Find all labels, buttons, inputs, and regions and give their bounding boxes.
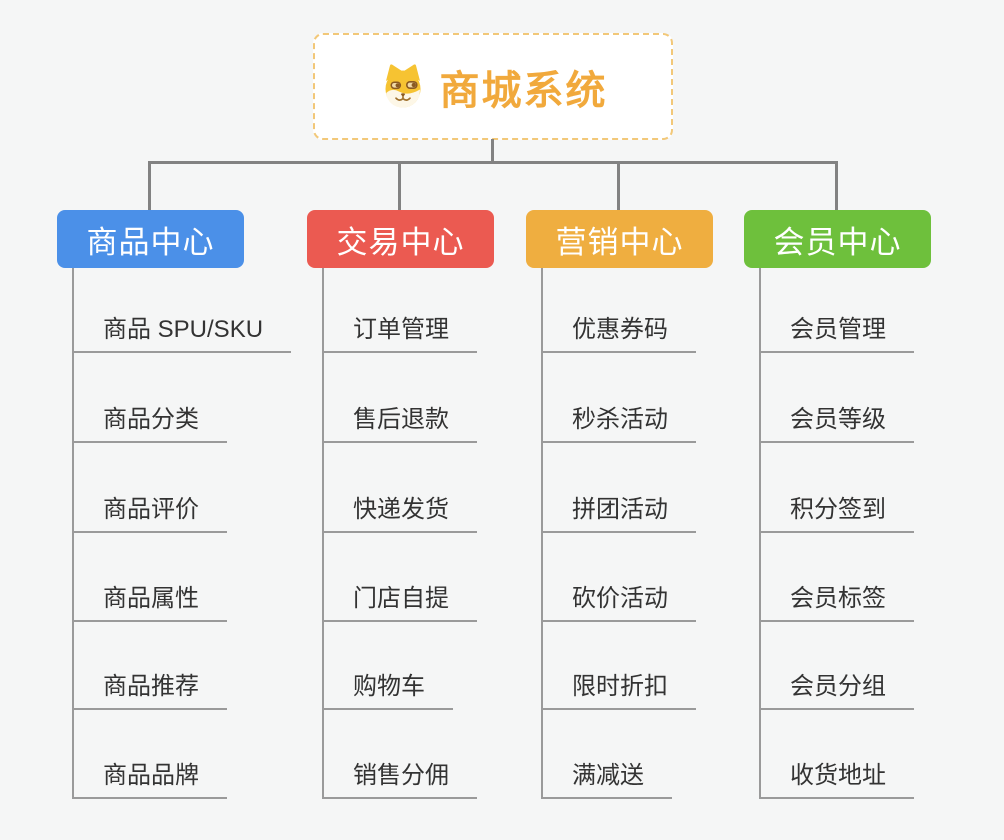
- leaf-node[interactable]: 订单管理: [323, 315, 477, 353]
- root-node-title: 商城系统: [439, 68, 608, 113]
- connector-horizontal-bar: [148, 161, 838, 164]
- leaf-node[interactable]: 商品属性: [73, 584, 227, 622]
- leaf-node[interactable]: 销售分佣: [323, 761, 477, 799]
- connector-drop-members: [835, 163, 838, 210]
- leaf-node[interactable]: 拼团活动: [542, 495, 696, 533]
- leaf-node[interactable]: 优惠券码: [542, 315, 696, 353]
- root-node[interactable]: 商城系统: [313, 33, 673, 140]
- leaf-node[interactable]: 商品 SPU/SKU: [73, 315, 292, 353]
- branch-box-marketing[interactable]: 营销中心: [526, 210, 713, 268]
- leaf-node[interactable]: 会员等级: [760, 405, 914, 443]
- branch-box-trade[interactable]: 交易中心: [307, 210, 494, 268]
- leaf-node[interactable]: 会员管理: [760, 315, 914, 353]
- spine-marketing: [541, 268, 543, 799]
- leaf-node[interactable]: 快递发货: [323, 495, 477, 533]
- leaf-node[interactable]: 商品品牌: [73, 761, 227, 799]
- connector-drop-products: [148, 163, 151, 210]
- leaf-node[interactable]: 收货地址: [760, 761, 914, 799]
- branch-box-members[interactable]: 会员中心: [744, 210, 931, 268]
- doge-icon: [379, 63, 427, 110]
- leaf-node[interactable]: 商品评价: [73, 495, 227, 533]
- leaf-node[interactable]: 满减送: [542, 761, 672, 799]
- connector-drop-marketing: [617, 163, 620, 210]
- leaf-node[interactable]: 购物车: [323, 672, 453, 710]
- spine-trade: [322, 268, 324, 799]
- branch-box-products[interactable]: 商品中心: [57, 210, 244, 268]
- connector-root-stem: [491, 139, 494, 163]
- leaf-node[interactable]: 售后退款: [323, 405, 477, 443]
- leaf-node[interactable]: 砍价活动: [542, 584, 696, 622]
- leaf-node[interactable]: 秒杀活动: [542, 405, 696, 443]
- leaf-node[interactable]: 门店自提: [323, 584, 477, 622]
- leaf-node[interactable]: 商品推荐: [73, 672, 227, 710]
- leaf-node[interactable]: 会员分组: [760, 672, 914, 710]
- leaf-node[interactable]: 会员标签: [760, 584, 914, 622]
- spine-products: [72, 268, 74, 799]
- leaf-node[interactable]: 积分签到: [760, 495, 914, 533]
- leaf-node[interactable]: 限时折扣: [542, 672, 696, 710]
- leaf-node[interactable]: 商品分类: [73, 405, 227, 443]
- spine-members: [759, 268, 761, 799]
- connector-drop-trade: [398, 163, 401, 210]
